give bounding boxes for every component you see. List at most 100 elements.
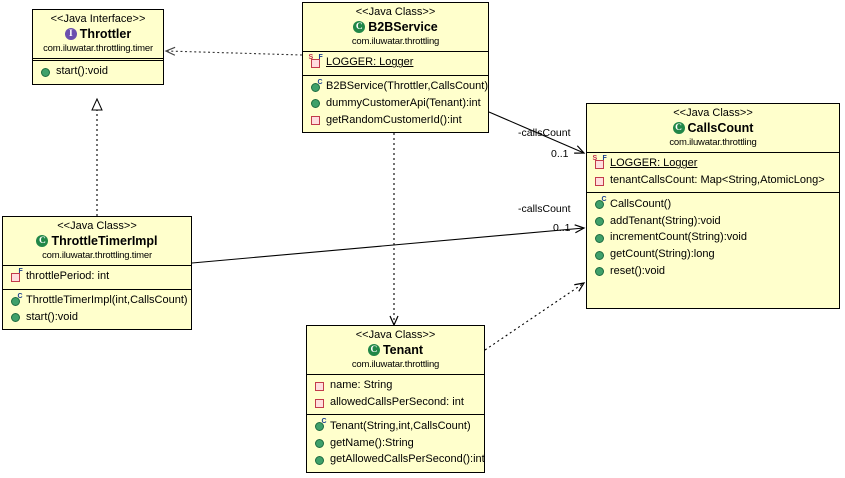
- member-label: incrementCount(String):void: [610, 231, 747, 244]
- fields-compartment-callscount: S F LOGGER: Logger tenantCallsCount: Map…: [587, 151, 839, 193]
- public-method-icon-wrap: [308, 99, 322, 109]
- private-static-final-field-icon: S F: [309, 54, 323, 68]
- member-label: dummyCustomerApi(Tenant):int: [326, 96, 481, 109]
- class-icon: C: [36, 235, 49, 248]
- private-field-icon-wrap: [592, 176, 606, 186]
- edge-role-label-throttletimerimpl-callscount: -callsCount: [518, 203, 571, 215]
- class-name: ThrottleTimerImpl: [51, 233, 158, 248]
- private-field-icon-wrap: [312, 398, 326, 408]
- member-row[interactable]: C B2BService(Throttler,CallsCount): [303, 79, 488, 96]
- methods-compartment-callscount: C CallsCount() addTenant(String):void in…: [587, 192, 839, 308]
- constructor-marker: C: [321, 418, 327, 426]
- constructor-icon: C: [594, 196, 607, 210]
- class-icon: C: [367, 344, 380, 357]
- class-name: Throttler: [79, 26, 132, 41]
- interface-icon: I: [64, 28, 77, 41]
- member-row[interactable]: getName():String: [307, 435, 484, 452]
- member-row[interactable]: start():void: [3, 309, 191, 326]
- member-row[interactable]: dummyCustomerApi(Tenant):int: [303, 95, 488, 112]
- member-row[interactable]: C Tenant(String,int,CallsCount): [307, 418, 484, 435]
- public-method-icon-wrap: [592, 267, 606, 277]
- public-method-icon-wrap: [592, 217, 606, 227]
- member-row[interactable]: tenantCallsCount: Map<String,AtomicLong>: [587, 173, 839, 190]
- member-row[interactable]: reset():void: [587, 263, 839, 280]
- private-final-field-icon-wrap: F: [8, 268, 23, 282]
- constructor-icon-wrap: C: [592, 196, 607, 210]
- class-box-b2bservice[interactable]: <<Java Class>> C B2BService com.iluwatar…: [302, 2, 489, 133]
- member-label: getRandomCustomerId():int: [326, 113, 462, 126]
- class-name-row: C B2BService: [307, 20, 484, 35]
- class-box-throttletimerimpl[interactable]: <<Java Class>> C ThrottleTimerImpl com.i…: [2, 216, 192, 331]
- member-row[interactable]: C CallsCount(): [587, 196, 839, 213]
- public-method-icon: [594, 250, 604, 260]
- edge-multiplicity-label-b2bservice-callscount: 0..1: [551, 148, 569, 160]
- class-box-tenant[interactable]: <<Java Class>> C Tenant com.iluwatar.thr…: [306, 325, 485, 473]
- member-row[interactable]: C ThrottleTimerImpl(int,CallsCount): [3, 293, 191, 310]
- methods-compartment-throttletimerimpl: C ThrottleTimerImpl(int,CallsCount) star…: [3, 288, 191, 330]
- member-label: getName():String: [330, 436, 414, 449]
- member-label: LOGGER: Logger: [326, 56, 414, 69]
- member-row[interactable]: S F LOGGER: Logger: [303, 54, 488, 72]
- private-field-icon: [314, 381, 324, 391]
- edge-multiplicity-label-throttletimerimpl-callscount: 0..1: [553, 222, 571, 234]
- private-final-field-icon: F: [10, 268, 23, 282]
- class-name: CallsCount: [687, 120, 754, 135]
- class-box-throttler[interactable]: <<Java Interface>> I Throttler com.iluwa…: [32, 9, 164, 85]
- member-label: name: String: [330, 379, 393, 392]
- public-method-icon: [594, 233, 604, 243]
- public-method-icon: [10, 313, 20, 323]
- member-label: CallsCount(): [610, 197, 672, 210]
- member-row[interactable]: addTenant(String):void: [587, 213, 839, 230]
- class-header-tenant: <<Java Class>> C Tenant com.iluwatar.thr…: [307, 326, 484, 374]
- methods-compartment-tenant: C Tenant(String,int,CallsCount) getName(…: [307, 414, 485, 471]
- static-marker: S: [308, 53, 314, 61]
- public-method-icon-wrap: [592, 233, 606, 243]
- class-box-callscount[interactable]: <<Java Class>> C CallsCount com.iluwatar…: [586, 103, 840, 310]
- class-header-callscount: <<Java Class>> C CallsCount com.iluwatar…: [587, 104, 839, 152]
- member-label: LOGGER: Logger: [610, 157, 698, 170]
- private-method-icon: [310, 116, 320, 126]
- class-header-throttler: <<Java Interface>> I Throttler com.iluwa…: [33, 10, 163, 58]
- class-name-row: I Throttler: [37, 27, 159, 42]
- fields-compartment-tenant: name: String allowedCallsPerSecond: int: [307, 373, 484, 415]
- constructor-marker: C: [601, 196, 607, 204]
- member-label: start():void: [26, 310, 78, 323]
- class-package: com.iluwatar.throttling: [669, 136, 757, 148]
- public-method-icon-wrap: [38, 67, 52, 77]
- member-label: Tenant(String,int,CallsCount): [330, 419, 471, 432]
- public-method-icon: [594, 267, 604, 277]
- public-method-icon: [314, 455, 324, 465]
- constructor-icon-wrap: C: [312, 418, 327, 432]
- member-row[interactable]: getAllowedCallsPerSecond():int: [307, 452, 485, 469]
- public-method-icon-wrap: [312, 439, 326, 449]
- member-row[interactable]: allowedCallsPerSecond: int: [307, 395, 484, 412]
- member-row[interactable]: getCount(String):long: [587, 247, 839, 264]
- member-row[interactable]: getRandomCustomerId():int: [303, 112, 488, 129]
- class-header-b2bservice: <<Java Class>> C B2BService com.iluwatar…: [303, 3, 488, 51]
- member-label: tenantCallsCount: Map<String,AtomicLong>: [610, 174, 825, 187]
- member-label: start():void: [56, 65, 108, 78]
- member-label: getCount(String):long: [610, 248, 715, 261]
- class-icon: C: [353, 21, 366, 34]
- constructor-icon-wrap: C: [8, 293, 23, 306]
- public-method-icon-wrap: [312, 455, 326, 465]
- class-name-row: C ThrottleTimerImpl: [7, 234, 187, 249]
- class-stereotype: <<Java Class>>: [673, 107, 753, 119]
- class-icon: C: [672, 122, 685, 135]
- member-label: B2BService(Throttler,CallsCount): [326, 80, 489, 93]
- methods-compartment-b2bservice: C B2BService(Throttler,CallsCount) dummy…: [303, 74, 488, 132]
- public-method-icon-wrap: [592, 250, 606, 260]
- member-row[interactable]: incrementCount(String):void: [587, 230, 839, 247]
- private-static-final-field-icon-wrap: S F: [308, 54, 323, 68]
- class-header-throttletimerimpl: <<Java Class>> C ThrottleTimerImpl com.i…: [3, 217, 191, 265]
- member-row[interactable]: S F LOGGER: Logger: [587, 155, 839, 173]
- private-field-icon-wrap: [312, 381, 326, 391]
- final-marker: F: [18, 267, 23, 275]
- methods-compartment-throttler: start():void: [33, 61, 163, 84]
- member-label: throttlePeriod: int: [26, 270, 110, 283]
- class-name: B2BService: [368, 19, 438, 34]
- member-row[interactable]: F throttlePeriod: int: [3, 268, 191, 286]
- member-row[interactable]: start():void: [33, 64, 163, 81]
- member-row[interactable]: name: String: [307, 378, 484, 395]
